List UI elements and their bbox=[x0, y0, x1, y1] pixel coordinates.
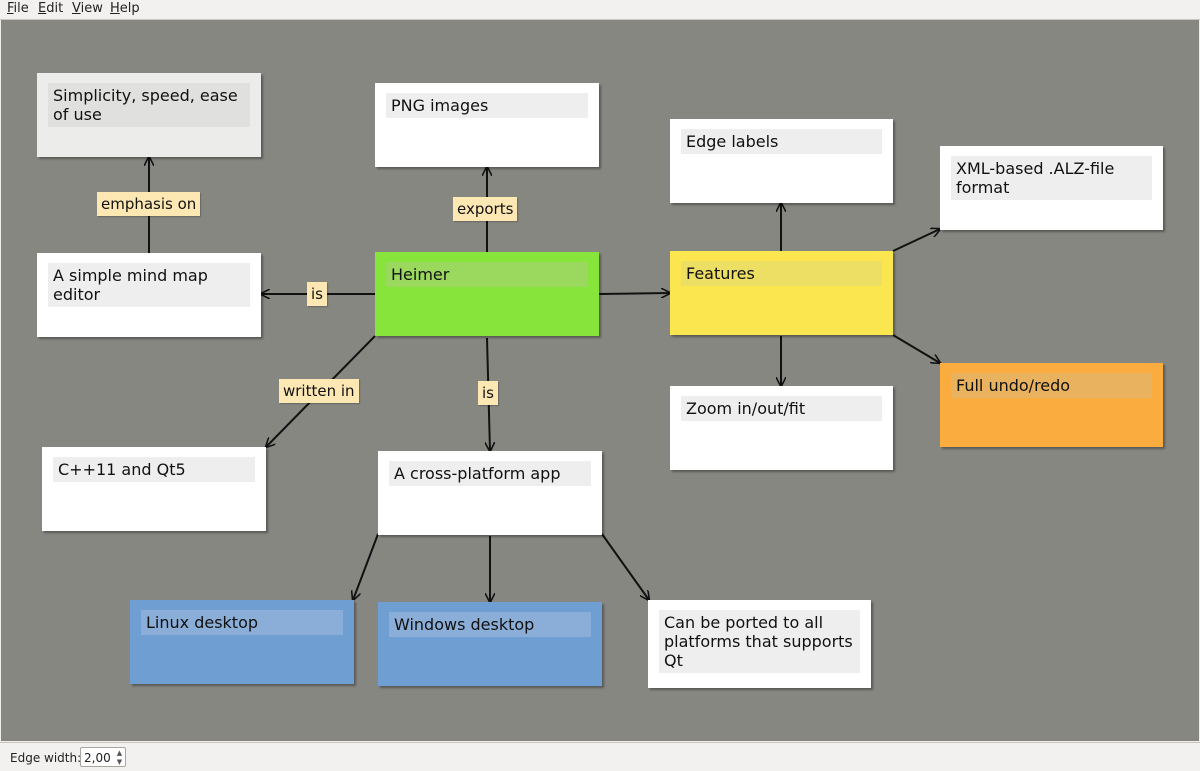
mind-map-canvas[interactable]: Simplicity, speed, ease of use PNG image… bbox=[1, 20, 1199, 741]
node-xml-text[interactable]: XML-based .ALZ-file format bbox=[951, 156, 1152, 200]
spin-up-icon[interactable]: ▲ bbox=[116, 749, 123, 757]
edge-features-xml[interactable] bbox=[892, 229, 940, 252]
node-cpp[interactable]: C++11 and Qt5 bbox=[42, 447, 266, 531]
edge-label-exports[interactable]: exports bbox=[453, 197, 518, 221]
node-linux-text[interactable]: Linux desktop bbox=[141, 610, 343, 635]
node-simplicity[interactable]: Simplicity, speed, ease of use bbox=[37, 73, 261, 157]
node-ported-text[interactable]: Can be ported to all platforms that supp… bbox=[659, 610, 860, 673]
edge-features-undo[interactable] bbox=[892, 334, 940, 363]
spin-down-icon[interactable]: ▼ bbox=[116, 758, 123, 766]
edge-label-emphasis-on[interactable]: emphasis on bbox=[97, 192, 201, 216]
node-ported[interactable]: Can be ported to all platforms that supp… bbox=[648, 600, 871, 688]
edge-label-is-down[interactable]: is bbox=[478, 381, 498, 405]
edge-cross-linux[interactable] bbox=[353, 533, 379, 600]
node-edge-labels[interactable]: Edge labels bbox=[670, 119, 893, 203]
edge-cross-ported[interactable] bbox=[601, 533, 649, 600]
edge-label-written-in[interactable]: written in bbox=[279, 379, 359, 403]
node-simplicity-text[interactable]: Simplicity, speed, ease of use bbox=[48, 83, 250, 127]
menu-file[interactable]: File bbox=[7, 1, 29, 16]
node-linux[interactable]: Linux desktop bbox=[130, 600, 354, 684]
node-features-text[interactable]: Features bbox=[681, 261, 882, 286]
node-zoom-text[interactable]: Zoom in/out/fit bbox=[681, 396, 882, 421]
edge-width-label: Edge width: bbox=[10, 751, 82, 765]
node-windows-text[interactable]: Windows desktop bbox=[389, 612, 591, 637]
menu-edit[interactable]: Edit bbox=[38, 1, 64, 16]
edge-width-spinbox[interactable]: 2,00 ▲ ▼ bbox=[80, 747, 126, 767]
node-edge-labels-text[interactable]: Edge labels bbox=[681, 129, 882, 154]
node-undo[interactable]: Full undo/redo bbox=[940, 363, 1163, 447]
node-heimer-text[interactable]: Heimer bbox=[386, 262, 588, 287]
node-features[interactable]: Features bbox=[670, 251, 893, 335]
node-heimer[interactable]: Heimer bbox=[375, 252, 599, 336]
edge-width-value[interactable]: 2,00 bbox=[84, 751, 111, 765]
edge-heimer-features[interactable] bbox=[598, 293, 670, 294]
node-windows[interactable]: Windows desktop bbox=[378, 602, 602, 686]
node-cross-platform[interactable]: A cross-platform app bbox=[378, 451, 602, 535]
node-png[interactable]: PNG images bbox=[375, 83, 599, 167]
node-cross-platform-text[interactable]: A cross-platform app bbox=[389, 461, 591, 486]
menu-help[interactable]: Help bbox=[110, 1, 140, 16]
node-undo-text[interactable]: Full undo/redo bbox=[951, 373, 1152, 398]
edge-label-is-left[interactable]: is bbox=[307, 282, 327, 306]
menu-view[interactable]: View bbox=[72, 1, 103, 16]
node-simple-editor[interactable]: A simple mind map editor bbox=[37, 253, 261, 337]
menu-bar: File Edit View Help bbox=[0, 0, 1200, 20]
node-cpp-text[interactable]: C++11 and Qt5 bbox=[53, 457, 255, 482]
node-simple-editor-text[interactable]: A simple mind map editor bbox=[48, 263, 250, 307]
node-zoom[interactable]: Zoom in/out/fit bbox=[670, 386, 893, 470]
node-xml[interactable]: XML-based .ALZ-file format bbox=[940, 146, 1163, 230]
status-bar: Edge width: 2,00 ▲ ▼ bbox=[0, 742, 1200, 771]
node-png-text[interactable]: PNG images bbox=[386, 93, 588, 118]
